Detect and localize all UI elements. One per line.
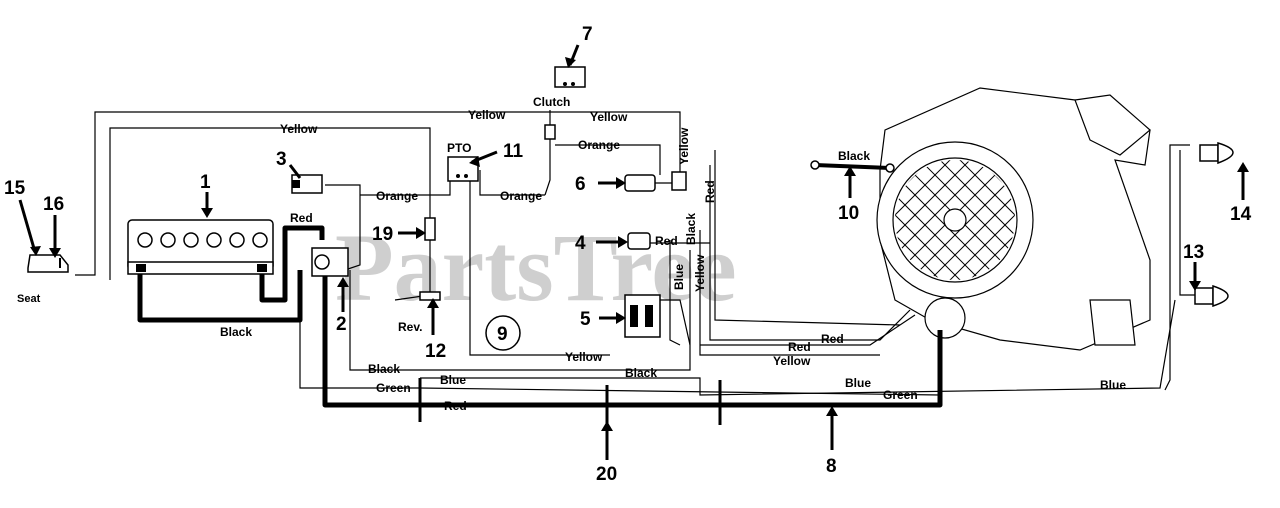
wire-label: Red [788,340,811,354]
wire-label: Blue [845,376,871,390]
callout-6: 6 [575,174,586,195]
wire-label: Orange [376,189,418,203]
callout-numbers: 1 2 3 4 5 6 7 8 9 10 11 12 13 14 15 16 1… [4,24,1252,485]
callout-19: 19 [372,224,393,245]
headlight-lower [1194,284,1229,308]
wire-label: Yellow [677,127,691,165]
wire-label: Yellow [693,254,707,292]
callout-3: 3 [276,149,287,170]
engine-block [876,87,1151,351]
callout-11: 11 [503,141,524,162]
callout-5: 5 [580,309,591,330]
starter-solenoid [311,247,349,277]
wire-label: Green [883,388,918,402]
seat-switch [27,254,69,273]
wire-label: Black [625,366,657,380]
callout-10: 10 [838,203,859,224]
wire-label: Yellow [773,354,811,368]
fuse-holder [627,232,651,250]
wire-label: Yellow [280,122,318,136]
wire-labels: Yellow Yellow Yellow Yellow Orange Orang… [220,108,1126,413]
callout-16: 16 [43,194,64,215]
callout-12: 12 [425,341,446,362]
wire-label: Orange [500,189,542,203]
callout-1: 1 [200,172,211,193]
callout-13: 13 [1183,242,1204,263]
module [624,294,661,338]
wire-label: Yellow [590,110,628,124]
wire-label: Red [290,211,313,225]
callout-9-circle [485,315,521,351]
wire-label: Orange [578,138,620,152]
wire-label: Yellow [468,108,506,122]
rectifier [624,171,687,192]
callout-15: 15 [4,178,26,199]
wire-label: Blue [1100,378,1126,392]
wire-label: Red [444,399,467,413]
flywheel-screen [895,160,1015,280]
component-labels: Seat Clutch PTO Rev. [17,95,570,334]
callout-7: 7 [582,24,593,45]
ground-wire [810,160,895,173]
callout-2: 2 [336,314,347,335]
harness [137,225,943,408]
wire-label: Blue [440,373,466,387]
battery [127,219,274,275]
wire-label: Red [655,234,678,248]
clutch-switch [544,66,586,140]
wire-label: Yellow [565,350,603,364]
callout-20: 20 [596,464,617,485]
label-pto: PTO [447,141,471,155]
callout-8: 8 [826,456,837,477]
callout-14: 14 [1230,204,1252,225]
wire-label: Black [684,213,698,245]
wire-label: Black [838,149,870,163]
headlight-upper [1199,141,1234,165]
reverse-switch [419,217,441,301]
ignition-switch [291,174,323,194]
wire-label: Black [220,325,252,339]
label-seat: Seat [17,293,41,305]
callout-arrows [18,44,1249,460]
label-rev: Rev. [398,320,422,334]
label-clutch: Clutch [533,95,570,109]
wiring [75,110,1195,396]
callout-9: 9 [497,324,508,345]
wire-label: Red [821,332,844,346]
wire-label: Red [703,180,717,203]
wire-label: Black [368,362,400,376]
wire-label: Green [376,381,411,395]
callout-4: 4 [575,233,586,254]
wire-label: Blue [672,264,686,290]
bus-ticks [418,378,722,425]
